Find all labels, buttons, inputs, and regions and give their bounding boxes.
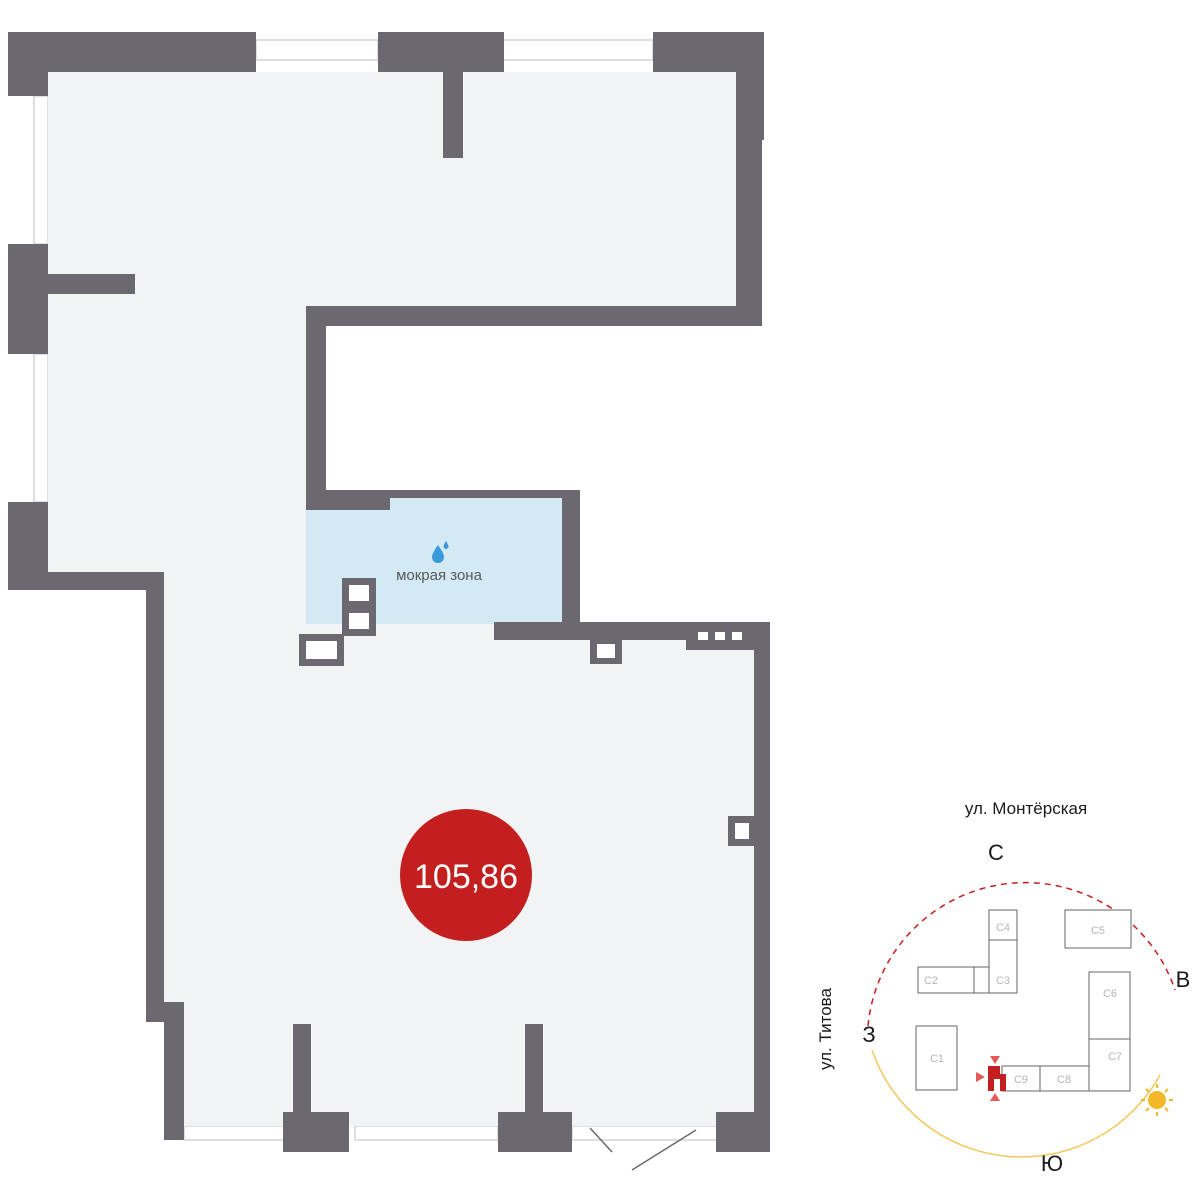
street-north-label: ул. Монтёрская bbox=[965, 799, 1087, 818]
building-label-c8: С8 bbox=[1057, 1074, 1071, 1086]
street-west-label: ул. Титова bbox=[816, 987, 835, 1070]
north-arc bbox=[867, 881, 1176, 1027]
building-label-c4: С4 bbox=[996, 922, 1010, 934]
area-value: 105,86 bbox=[414, 858, 518, 896]
direction-north: С bbox=[988, 840, 1004, 865]
building-label-c5: С5 bbox=[1091, 925, 1105, 937]
south-arc bbox=[871, 1049, 1161, 1158]
building-label-c9: С9 bbox=[1014, 1074, 1028, 1086]
building-label-c1: С1 bbox=[930, 1053, 944, 1065]
entrance-door bbox=[589, 1127, 697, 1171]
walls bbox=[8, 32, 770, 1152]
area-badge bbox=[400, 809, 532, 941]
building-label-c3: С3 bbox=[996, 975, 1010, 987]
sun-icon bbox=[1141, 1084, 1173, 1116]
location-marker-icon bbox=[976, 1056, 1006, 1101]
direction-west: З bbox=[862, 1022, 875, 1047]
shafts bbox=[299, 578, 754, 846]
orientation-scheme: С4 С3 С2 С5 С6 С7 С8 С9 С1 bbox=[816, 799, 1190, 1176]
building-label-c6: С6 bbox=[1103, 988, 1117, 1000]
building-label-c2: С2 bbox=[924, 975, 938, 987]
water-drop-icon bbox=[432, 541, 449, 563]
direction-south: Ю bbox=[1041, 1151, 1063, 1176]
room-floor bbox=[48, 72, 754, 1126]
direction-east: В bbox=[1176, 967, 1191, 992]
building-label-c7: С7 bbox=[1108, 1051, 1122, 1063]
wet-zone-label: мокрая зона bbox=[396, 567, 483, 584]
buildings bbox=[915, 909, 1132, 1092]
